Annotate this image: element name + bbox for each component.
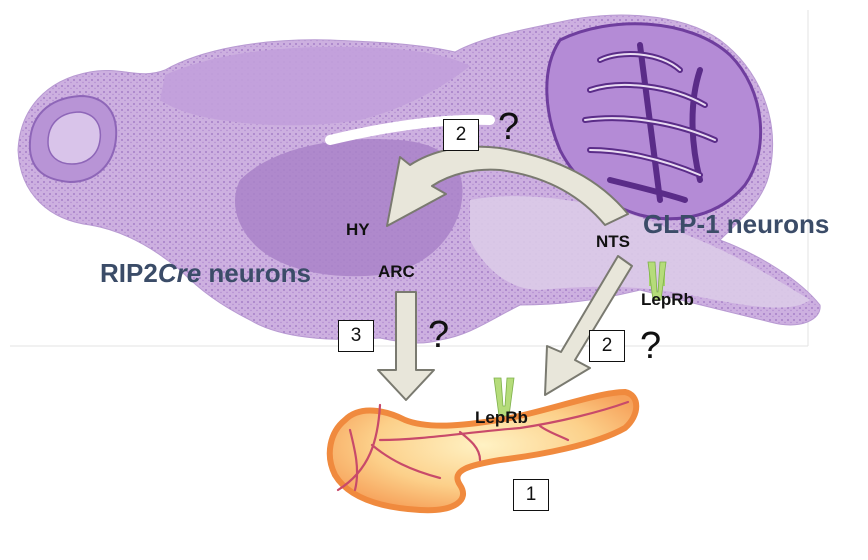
label-cre: Cre bbox=[158, 258, 201, 288]
olfactory-bulb-core bbox=[48, 112, 100, 164]
question-mark-top: ? bbox=[498, 106, 519, 149]
step-box-right: 2 bbox=[589, 330, 625, 362]
step-box-left: 3 bbox=[338, 320, 374, 352]
step-box-pancreas: 1 bbox=[513, 479, 549, 511]
label-neurons-suffix: neurons bbox=[201, 258, 311, 288]
label-nts: NTS bbox=[596, 232, 630, 252]
question-mark-left: ? bbox=[428, 314, 449, 357]
question-mark-right: ? bbox=[640, 325, 661, 368]
label-leprb-brain: LepRb bbox=[641, 290, 694, 310]
label-arc: ARC bbox=[378, 262, 415, 282]
label-leprb-pancreas: LepRb bbox=[475, 408, 528, 428]
label-hy: HY bbox=[346, 220, 370, 240]
label-rip2cre-neurons: RIP2Cre neurons bbox=[100, 258, 311, 289]
label-rip2-prefix: RIP2 bbox=[100, 258, 158, 288]
label-glp1-neurons: GLP-1 neurons bbox=[643, 209, 829, 240]
step-box-top: 2 bbox=[443, 119, 479, 151]
